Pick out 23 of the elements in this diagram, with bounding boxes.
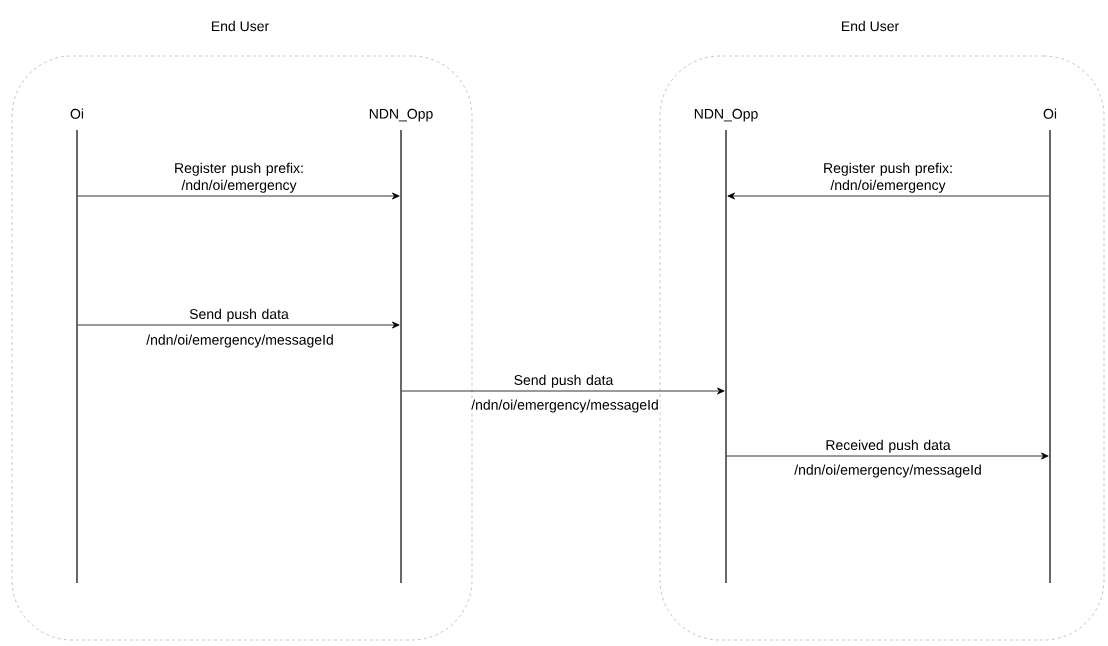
lifeline: NDN_Opp [369, 108, 433, 583]
arrow [726, 452, 1049, 460]
arrow [77, 321, 400, 329]
arrow [401, 387, 725, 395]
edge-label: Received push data [826, 439, 951, 453]
edge-label: Send push data [189, 308, 289, 322]
message-name: /ndn/oi/emergency/messageId [146, 334, 333, 348]
node-label: NDN_Opp [694, 108, 758, 122]
lifeline: Oi [70, 108, 84, 583]
edge-label: Register push prefix: /ndn/oi/emergency [824, 162, 952, 193]
node-label: End User [841, 20, 899, 32]
arrow [77, 192, 400, 200]
message-name: /ndn/oi/emergency/messageId [471, 399, 658, 413]
edge-label: Register push prefix: /ndn/oi/emergency [175, 162, 303, 193]
lifeline: Oi [1043, 108, 1057, 583]
node-label: NDN_Opp [369, 108, 433, 122]
node-label: End User [211, 20, 269, 32]
edge-label: Send push data [514, 374, 614, 388]
node-label: Oi [1043, 108, 1057, 119]
lifeline: NDN_Opp [694, 108, 758, 583]
node-label: Oi [70, 108, 84, 119]
arrow [727, 192, 1050, 200]
message-name: /ndn/oi/emergency/messageId [794, 464, 981, 478]
